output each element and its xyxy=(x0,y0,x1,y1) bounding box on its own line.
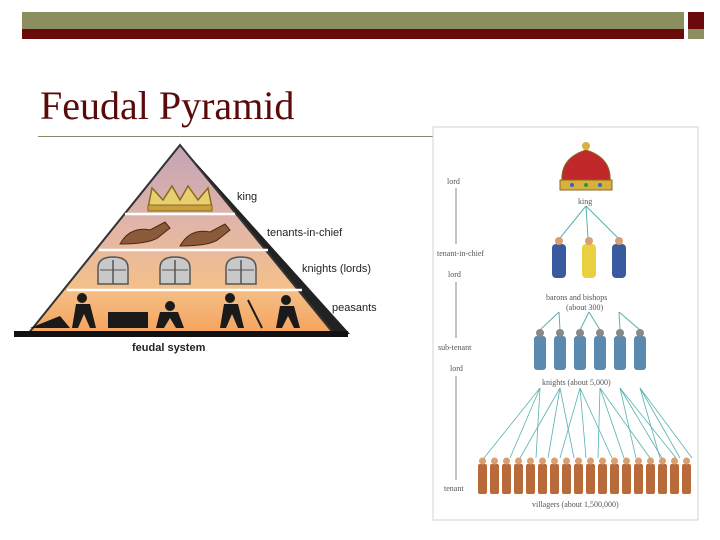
knights-label: knights (about 5,000) xyxy=(542,378,611,387)
villager-head xyxy=(587,457,594,465)
pyramid-shadow xyxy=(180,145,350,334)
feudal-hierarchy-diagram: lord tenant-in-chief lord sub-tenant lor… xyxy=(432,126,699,521)
villager-figure xyxy=(586,464,595,494)
side-label-lord-2: lord xyxy=(448,270,461,279)
villager-figure xyxy=(502,464,511,494)
villager-head xyxy=(503,457,510,465)
villager-head xyxy=(575,457,582,465)
villager-figure xyxy=(478,464,487,494)
villager-head xyxy=(647,457,654,465)
side-label-lord-1: lord xyxy=(447,177,460,186)
villager-head xyxy=(539,457,546,465)
villager-figure xyxy=(682,464,691,494)
side-label-tenant-in-chief: tenant-in-chief xyxy=(437,249,484,258)
villager-figure xyxy=(658,464,667,494)
side-label-lord-3: lord xyxy=(450,364,463,373)
villager-head xyxy=(599,457,606,465)
pyramid-base xyxy=(14,331,348,337)
title-underline xyxy=(38,136,436,137)
header-bar-olive xyxy=(22,12,684,29)
barons-to-knights-lines xyxy=(539,311,641,331)
villager-figure xyxy=(646,464,655,494)
pyramid-label-tenants: tenants-in-chief xyxy=(267,227,343,239)
villager-head xyxy=(671,457,678,465)
side-label-sub-tenant: sub-tenant xyxy=(438,343,472,352)
pyramid-label-king: king xyxy=(237,191,257,203)
villager-figure xyxy=(562,464,571,494)
pyramid-caption: feudal system xyxy=(132,342,206,354)
villager-head xyxy=(563,457,570,465)
villager-figure xyxy=(538,464,547,494)
villager-figure xyxy=(670,464,679,494)
villagers-label: villagers (about 1,500,000) xyxy=(532,500,619,509)
villagers-figures xyxy=(478,457,691,494)
villager-head xyxy=(623,457,630,465)
king-label: king xyxy=(578,197,592,206)
villager-head xyxy=(635,457,642,465)
villager-head xyxy=(611,457,618,465)
crown-icon xyxy=(147,184,213,212)
villager-figure xyxy=(634,464,643,494)
barons-count: (about 300) xyxy=(566,303,603,312)
villager-head xyxy=(659,457,666,465)
pyramid-label-peasants: peasants xyxy=(332,302,377,314)
header-bar-maroon xyxy=(22,29,684,39)
hierarchy-panel xyxy=(432,126,699,521)
feudal-pyramid: king tenants-in-chief knights (lords) pe… xyxy=(14,143,377,354)
knights-to-villagers-lines xyxy=(483,387,693,459)
tenants-in-chief-icons xyxy=(119,221,231,247)
side-label-tenant: tenant xyxy=(444,484,464,493)
barons-figures xyxy=(552,237,626,278)
villager-figure xyxy=(526,464,535,494)
villager-head xyxy=(515,457,522,465)
corner-square-bottom xyxy=(688,29,704,39)
villager-head xyxy=(479,457,486,465)
villager-figure xyxy=(598,464,607,494)
villager-figure xyxy=(514,464,523,494)
villager-figure xyxy=(574,464,583,494)
villager-head xyxy=(491,457,498,465)
villager-head xyxy=(683,457,690,465)
villager-figure xyxy=(622,464,631,494)
pyramid-label-knights: knights (lords) xyxy=(302,263,371,275)
knights-figures xyxy=(534,329,646,370)
king-crown-icon xyxy=(559,142,613,191)
villager-head xyxy=(551,457,558,465)
corner-square-top xyxy=(688,12,704,29)
knight-helmet-icons xyxy=(97,256,257,285)
barons-label: barons and bishops xyxy=(546,293,607,302)
pyramid-body xyxy=(25,143,337,335)
peasant-silhouettes xyxy=(30,293,300,329)
villager-figure xyxy=(550,464,559,494)
villager-figure xyxy=(610,464,619,494)
villager-head xyxy=(527,457,534,465)
slide-title: Feudal Pyramid xyxy=(40,83,295,128)
villager-figure xyxy=(490,464,499,494)
